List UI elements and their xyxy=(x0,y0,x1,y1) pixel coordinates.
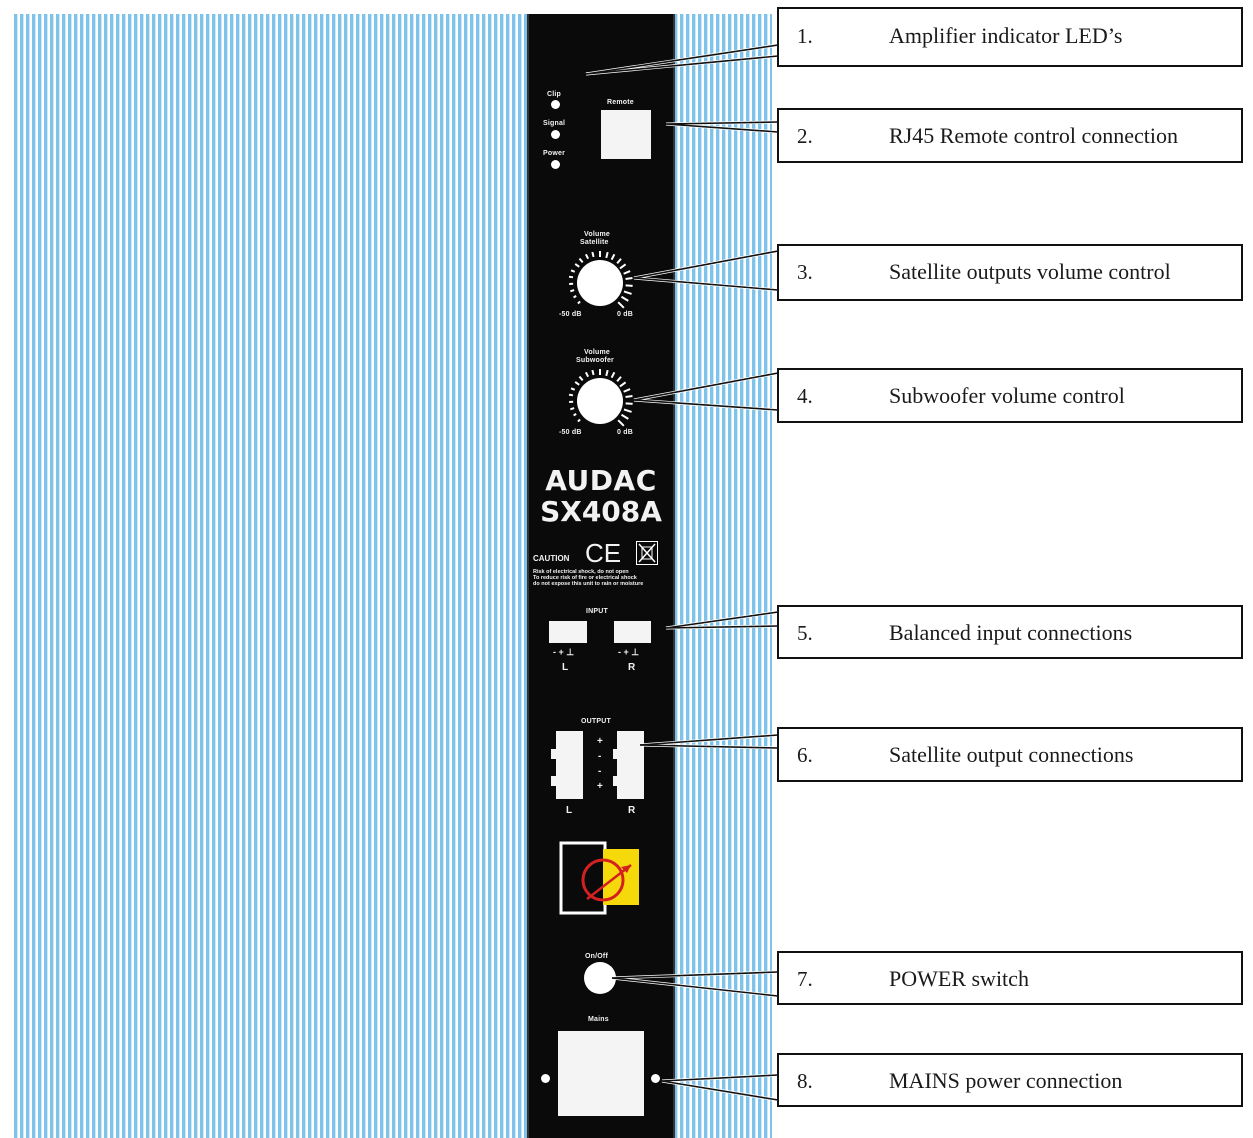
callout-number: 5. xyxy=(797,621,813,645)
subwoofer-volume-knob xyxy=(577,378,623,424)
sat-min-label: -50 dB xyxy=(559,311,582,318)
output-sign-2: - xyxy=(598,751,602,762)
callout-7: 7. POWER switch xyxy=(777,951,1243,1005)
weee-bin-icon xyxy=(636,541,658,565)
led-label-clip: Clip xyxy=(547,91,562,98)
vol-sub-label-2: Subwoofer xyxy=(576,357,614,364)
callout-5: 5. Balanced input connections xyxy=(777,605,1243,659)
input-label: INPUT xyxy=(586,608,608,615)
callout-4: 4. Subwoofer volume control xyxy=(777,368,1243,423)
callout-number: 7. xyxy=(797,967,813,991)
callout-2: 2. RJ45 Remote control connection xyxy=(777,108,1243,163)
ce-mark: CE xyxy=(585,538,622,568)
led-label-power: Power xyxy=(543,150,566,157)
power-switch xyxy=(584,962,616,994)
callout-number: 8. xyxy=(797,1069,813,1093)
remote-label: Remote xyxy=(607,99,634,106)
rj45-port xyxy=(601,110,651,159)
callout-text: POWER switch xyxy=(889,966,1029,991)
output-sign-1: + xyxy=(597,736,603,747)
callout-text: RJ45 Remote control connection xyxy=(889,123,1178,148)
callout-1: 1. Amplifier indicator LED’s xyxy=(777,7,1243,67)
input-right-label: R xyxy=(628,662,636,673)
signal-led xyxy=(551,130,560,139)
callout-3: 3. Satellite outputs volume control xyxy=(777,244,1243,301)
callout-text: MAINS power connection xyxy=(889,1068,1123,1093)
sub-max-label: 0 dB xyxy=(617,429,633,436)
callout-number: 3. xyxy=(797,260,813,284)
callout-text: Balanced input connections xyxy=(889,620,1133,645)
callout-number: 2. xyxy=(797,124,813,148)
input-left-label: L xyxy=(562,662,569,673)
output-right-tab-1 xyxy=(613,749,619,759)
callout-number: 6. xyxy=(797,743,813,767)
power-led xyxy=(551,160,560,169)
callout-text: Satellite output connections xyxy=(889,742,1134,767)
callout-6: 6. Satellite output connections xyxy=(777,727,1243,782)
output-connector-right xyxy=(617,731,644,799)
clip-led xyxy=(551,100,560,109)
brand-name: AUDAC xyxy=(545,464,657,497)
output-sign-3: - xyxy=(598,766,602,777)
callout-8: 8. MAINS power connection xyxy=(777,1053,1243,1107)
callout-text: Amplifier indicator LED’s xyxy=(889,23,1123,48)
model-name: SX408A xyxy=(540,495,662,528)
caution-text-1: Risk of electrical shock, do not open xyxy=(533,569,629,575)
callout-number: 1. xyxy=(797,24,813,48)
sub-min-label: -50 dB xyxy=(559,429,582,436)
output-connector-left xyxy=(556,731,583,799)
output-sign-4: + xyxy=(597,781,603,792)
mains-screw-right xyxy=(651,1074,660,1083)
output-left-label: L xyxy=(566,805,573,816)
onoff-label: On/Off xyxy=(585,953,608,960)
input-connector-right xyxy=(614,621,651,643)
led-label-signal: Signal xyxy=(543,120,566,127)
callout-text: Subwoofer volume control xyxy=(889,383,1125,408)
mains-socket xyxy=(558,1031,644,1116)
rear-panel: Clip Signal Power Remote Volume Satellit… xyxy=(527,14,675,1138)
caution-label: CAUTION xyxy=(533,554,570,563)
callout-text: Satellite outputs volume control xyxy=(889,259,1171,284)
output-left-tab-2 xyxy=(551,776,557,786)
satellite-volume-knob xyxy=(577,260,623,306)
input-pins-left: - + ⊥ xyxy=(553,647,575,657)
knob-tick xyxy=(599,369,601,375)
mains-label: Mains xyxy=(588,1016,609,1023)
vol-sat-label-1: Volume xyxy=(584,231,610,238)
callout-number: 4. xyxy=(797,384,813,408)
input-pins-right: - + ⊥ xyxy=(618,647,640,657)
input-connector-left xyxy=(549,621,587,643)
sat-max-label: 0 dB xyxy=(617,311,633,318)
caution-text-2: To reduce risk of fire or electrical sho… xyxy=(533,575,637,581)
knob-tick xyxy=(599,251,601,257)
output-label: OUTPUT xyxy=(581,718,611,725)
output-left-tab-1 xyxy=(551,749,557,759)
fuse-holder xyxy=(559,841,643,915)
mains-screw-left xyxy=(541,1074,550,1083)
vol-sat-label-2: Satellite xyxy=(580,239,609,246)
caution-text-3: do not expose this unit to rain or moist… xyxy=(533,581,644,587)
output-right-label: R xyxy=(628,805,636,816)
vol-sub-label-1: Volume xyxy=(584,349,610,356)
output-right-tab-2 xyxy=(613,776,619,786)
